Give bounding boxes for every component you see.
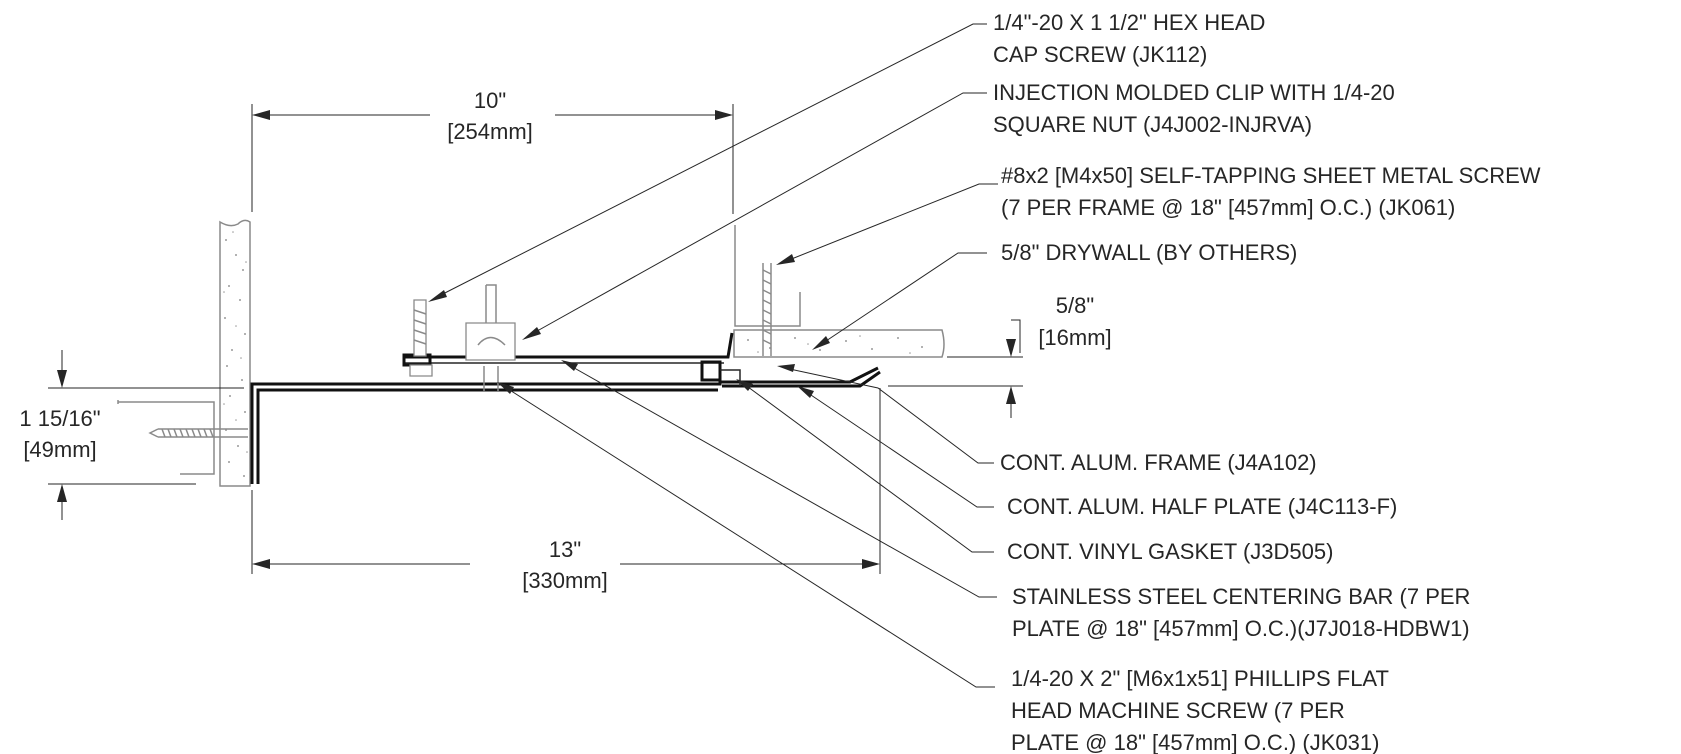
- dimension-top: 10" [254mm]: [251, 88, 734, 214]
- callout-centering-bar-line-1: STAINLESS STEEL CENTERING BAR (7 PER: [1012, 584, 1470, 609]
- callout-injection-clip-line-1: INJECTION MOLDED CLIP WITH 1/4-20: [993, 80, 1395, 105]
- callout-frame: CONT. ALUM. FRAME (J4A102): [1000, 450, 1317, 475]
- callout-machine-screw-line-1: 1/4-20 X 2" [M6x1x51] PHILLIPS FLAT: [1011, 666, 1389, 691]
- dim-left-metric: [49mm]: [23, 437, 96, 462]
- dim-drywall-imperial: 5/8": [1056, 293, 1094, 318]
- dimension-bottom: 13" [330mm]: [251, 388, 881, 593]
- callout-vinyl-gasket: CONT. VINYL GASKET (J3D505): [1007, 539, 1333, 564]
- leader-lines: [428, 23, 998, 688]
- callout-sheet-metal-screw: #8x2 [M4x50] SELF-TAPPING SHEET METAL SC…: [1001, 163, 1541, 220]
- callout-hex-cap-screw-line-1: 1/4"-20 X 1 1/2" HEX HEAD: [993, 10, 1265, 35]
- dim-drywall-metric: [16mm]: [1038, 325, 1111, 350]
- callout-vinyl-gasket-line-1: CONT. VINYL GASKET (J3D505): [1007, 539, 1333, 564]
- dim-top-metric: [254mm]: [447, 119, 533, 144]
- callout-injection-clip: INJECTION MOLDED CLIP WITH 1/4-20 SQUARE…: [993, 80, 1395, 137]
- callout-drywall: 5/8" DRYWALL (BY OTHERS): [1001, 240, 1297, 265]
- callout-sheet-metal-screw-line-2: (7 PER FRAME @ 18" [457mm] O.C.) (JK061): [1001, 195, 1455, 220]
- callout-machine-screw-line-3: PLATE @ 18" [457mm] O.C.) (JK031): [1011, 730, 1379, 754]
- callout-frame-line-1: CONT. ALUM. FRAME (J4A102): [1000, 450, 1317, 475]
- dimension-drywall: 5/8" [16mm]: [888, 293, 1112, 418]
- dim-top-imperial: 10": [474, 88, 506, 113]
- callout-machine-screw-line-2: HEAD MACHINE SCREW (7 PER: [1011, 698, 1345, 723]
- callout-hex-cap-screw-line-2: CAP SCREW (JK112): [993, 42, 1207, 67]
- callout-machine-screw: 1/4-20 X 2" [M6x1x51] PHILLIPS FLAT HEAD…: [1011, 666, 1389, 754]
- frame-and-plate-assembly: [250, 263, 881, 484]
- left-wall: [117, 219, 251, 487]
- callout-injection-clip-line-2: SQUARE NUT (J4J002-INJRVA): [993, 112, 1312, 137]
- dimension-left: 1 15/16" [49mm]: [19, 350, 244, 520]
- callout-drywall-line-1: 5/8" DRYWALL (BY OTHERS): [1001, 240, 1297, 265]
- dim-left-imperial: 1 15/16": [19, 406, 100, 431]
- callout-sheet-metal-screw-line-1: #8x2 [M4x50] SELF-TAPPING SHEET METAL SC…: [1001, 163, 1541, 188]
- callout-half-plate-line-1: CONT. ALUM. HALF PLATE (J4C113-F): [1007, 494, 1397, 519]
- dim-bottom-metric: [330mm]: [522, 568, 608, 593]
- callout-half-plate: CONT. ALUM. HALF PLATE (J4C113-F): [1007, 494, 1397, 519]
- dim-bottom-imperial: 13": [549, 537, 581, 562]
- callout-centering-bar-line-2: PLATE @ 18" [457mm] O.C.)(J7J018-HDBW1): [1012, 616, 1470, 641]
- callout-centering-bar: STAINLESS STEEL CENTERING BAR (7 PER PLA…: [1012, 584, 1470, 641]
- callout-hex-cap-screw: 1/4"-20 X 1 1/2" HEX HEAD CAP SCREW (JK1…: [993, 10, 1265, 67]
